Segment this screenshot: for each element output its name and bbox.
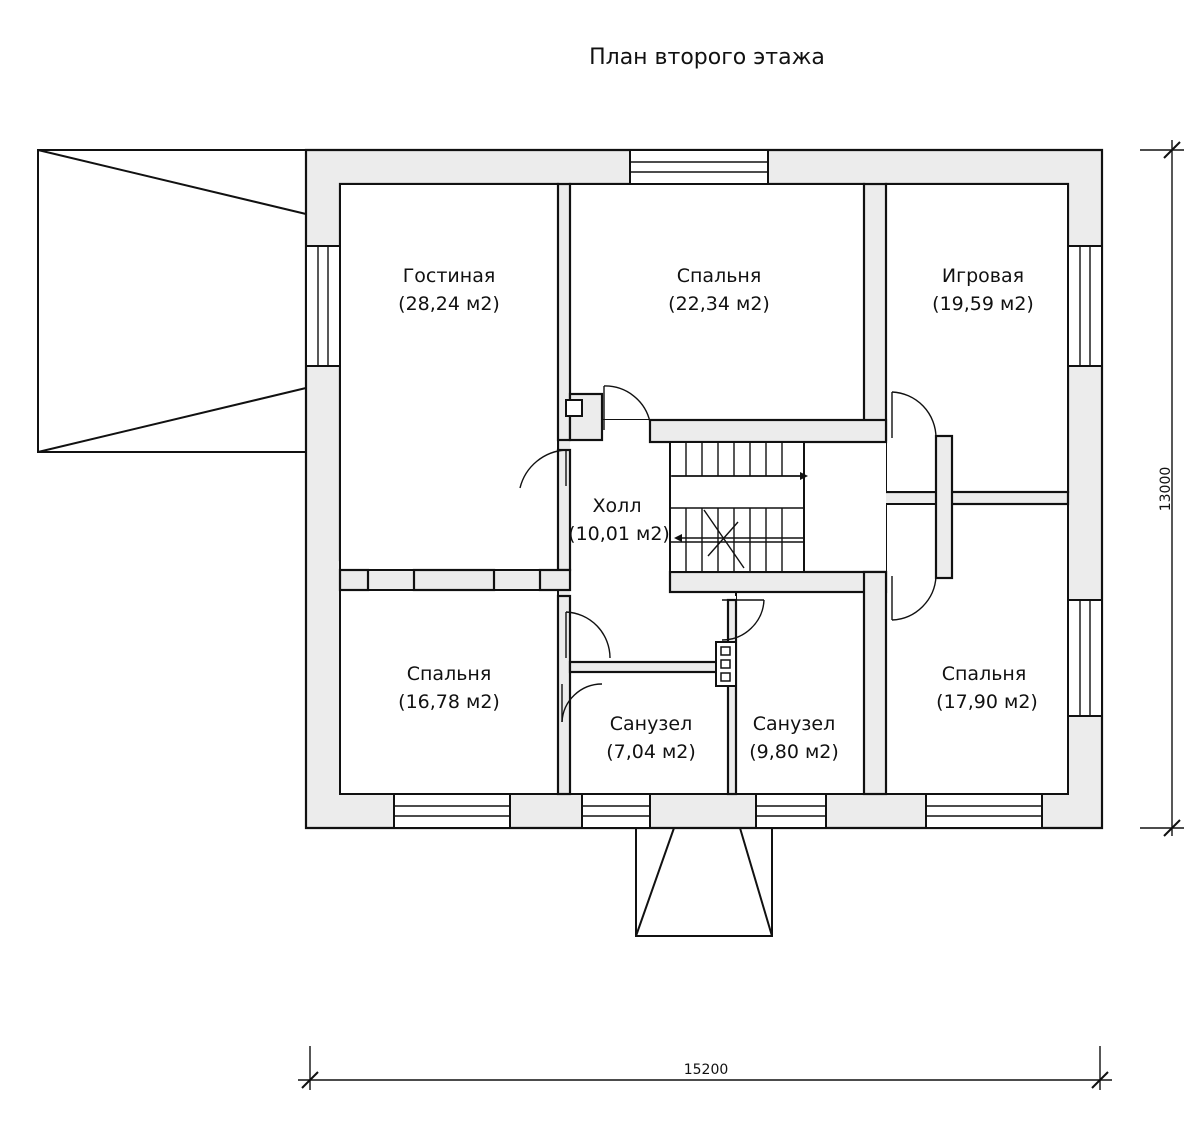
- room-area-bedroom-right: (17,90 м2): [936, 691, 1038, 713]
- room-name-bathroom-1: Санузел: [610, 713, 693, 735]
- room-name-living: Гостиная: [403, 265, 496, 287]
- interior-partitions: [338, 182, 1070, 796]
- plan-title: План второго этажа: [589, 45, 825, 70]
- room-area-bedroom-top: (22,34 м2): [668, 293, 770, 315]
- room-name-playroom: Игровая: [942, 265, 1024, 287]
- doors: [519, 385, 937, 723]
- room-area-playroom: (19,59 м2): [932, 293, 1034, 315]
- width-dimension-label: 15200: [684, 1062, 729, 1078]
- width-dimension: 15200: [298, 1046, 1112, 1090]
- staircase: [669, 441, 808, 573]
- height-dimension-label: 13000: [1158, 467, 1174, 512]
- windows: [305, 149, 1103, 829]
- room-area-bedroom-left: (16,78 м2): [398, 691, 500, 713]
- room-name-bedroom-left: Спальня: [407, 663, 492, 685]
- porch-projection: [635, 827, 773, 937]
- room-name-hall: Холл: [593, 495, 642, 517]
- room-area-hall: (10,01 м2): [568, 523, 670, 545]
- room-name-bedroom-right: Спальня: [942, 663, 1027, 685]
- room-name-bedroom-top: Спальня: [677, 265, 762, 287]
- height-dimension: 13000: [1140, 140, 1184, 837]
- left-roof-projection: [37, 149, 307, 453]
- room-name-bathroom-2: Санузел: [753, 713, 836, 735]
- room-area-living: (28,24 м2): [398, 293, 500, 315]
- room-interiors: [339, 183, 1069, 795]
- room-labels: Гостиная (28,24 м2) Спальня (22,34 м2) И…: [398, 265, 1038, 763]
- room-area-bathroom-1: (7,04 м2): [606, 741, 696, 763]
- room-area-bathroom-2: (9,80 м2): [749, 741, 839, 763]
